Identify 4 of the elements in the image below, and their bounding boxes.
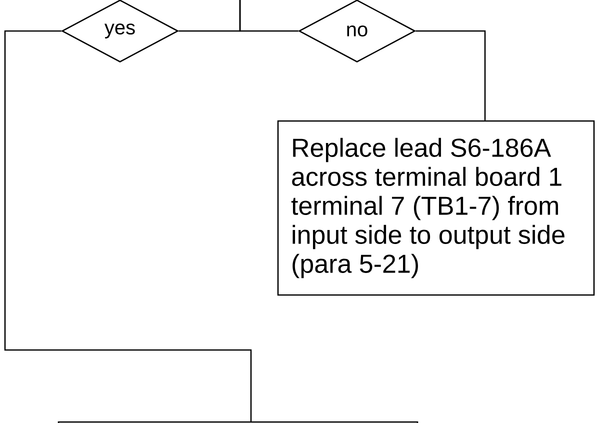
connector-line xyxy=(416,30,486,120)
process-box: Replace lead S6-186A across terminal board 1 terminal 7 (TB1-7) from input side to output side (para 5-21) xyxy=(277,120,595,296)
connector-line xyxy=(239,0,298,32)
connector-line xyxy=(4,30,252,422)
